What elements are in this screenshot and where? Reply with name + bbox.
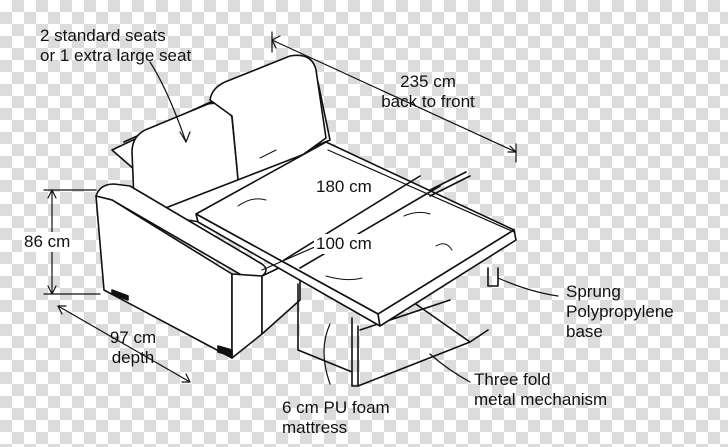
- length-label: 235 cm back to front: [368, 72, 488, 112]
- arm-front-face: [231, 273, 263, 359]
- length-extension: [271, 31, 517, 163]
- mechanism-leader: [429, 353, 471, 383]
- bed-length-label: 180 cm: [314, 177, 374, 197]
- base-line3: base: [566, 322, 603, 341]
- mechanism-line2: metal mechanism: [474, 390, 608, 409]
- mattress-line2: mattress: [282, 418, 348, 437]
- length-caption: back to front: [381, 92, 475, 111]
- height-label: 86 cm: [22, 232, 73, 252]
- base-line2: Polypropylene: [566, 302, 674, 321]
- back-cushion-right: [209, 54, 327, 201]
- mattress-line1: 6 cm PU foam: [282, 398, 390, 417]
- height-value: 86 cm: [22, 232, 73, 252]
- mattress-leader: [323, 323, 331, 385]
- sofa-foot-front: [217, 345, 233, 357]
- bed-length-dimension-line: [327, 149, 515, 233]
- mechanism-label: Three fold metal mechanism: [474, 370, 607, 410]
- depth-caption: depth: [111, 348, 155, 367]
- mattress-label: 6 cm PU foam mattress: [282, 398, 390, 438]
- mechanism-line1: Three fold: [474, 370, 551, 389]
- mattress-fold-line: [299, 185, 441, 269]
- mattress-fold-line: [283, 175, 421, 261]
- sofa-foot-left: [111, 289, 129, 301]
- mattress-side-edge: [377, 229, 517, 327]
- mattress-crease: [435, 243, 453, 251]
- seats-label-line1: 2 standard seats: [40, 26, 166, 45]
- depth-dimension-line: [57, 305, 191, 383]
- base-label: Sprung Polypropylene base: [566, 282, 674, 342]
- bed-length-value: 180 cm: [314, 177, 374, 197]
- bed-width-label: 100 cm: [314, 234, 374, 254]
- base-line1: Sprung: [566, 282, 621, 301]
- length-value: 235 cm: [400, 72, 456, 91]
- mattress-crease: [237, 198, 267, 207]
- base-leader: [497, 277, 559, 297]
- mattress-crease: [403, 211, 431, 217]
- depth-value: 97 cm: [109, 328, 157, 347]
- length-dimension-line: [271, 39, 517, 153]
- mattress-crease: [325, 275, 363, 281]
- seats-leader: [149, 61, 187, 143]
- bed-width-value: 100 cm: [314, 234, 374, 254]
- seats-label-line2: or 1 extra large seat: [40, 46, 192, 65]
- seats-label: 2 standard seats or 1 extra large seat: [40, 26, 191, 66]
- depth-label: 97 cm depth: [78, 328, 188, 368]
- mattress-crease: [259, 149, 277, 159]
- bed-rail: [429, 171, 471, 197]
